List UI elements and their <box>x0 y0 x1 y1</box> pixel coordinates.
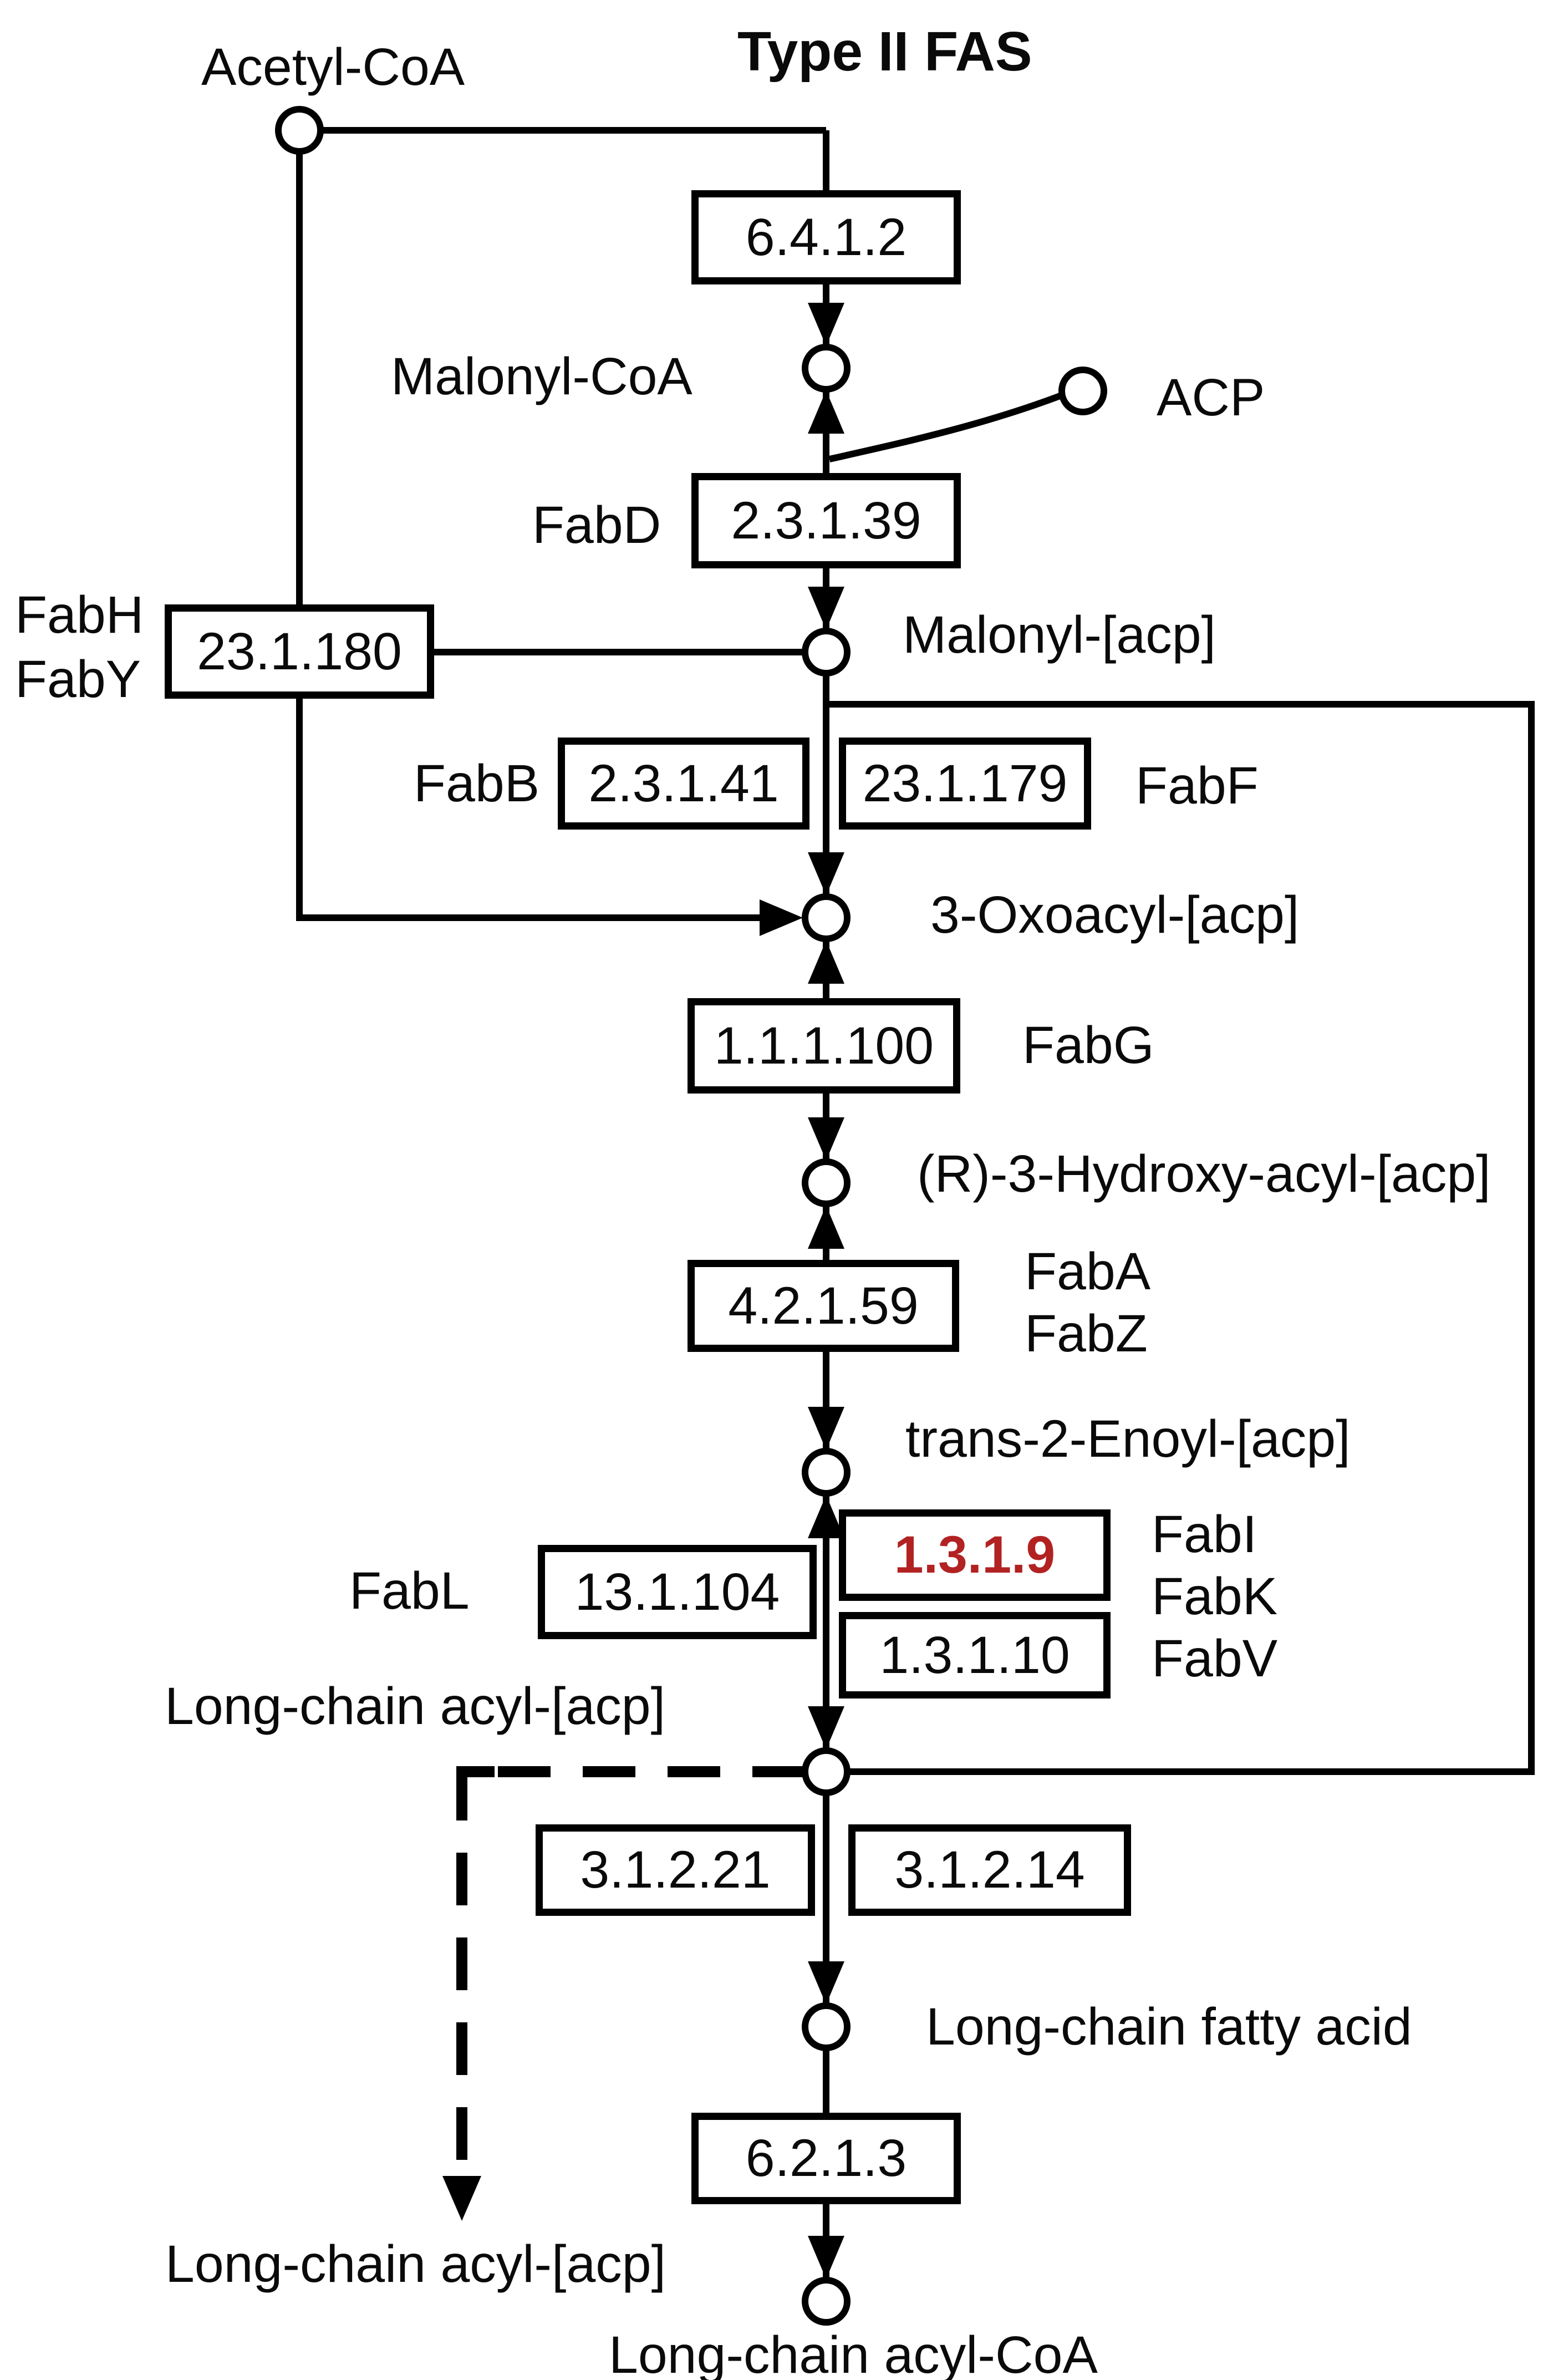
label-long-chain-acyl-acp-released: Long-chain acyl-[acp] <box>165 2235 666 2293</box>
label-fabi: FabI <box>1152 1505 1257 1564</box>
label-fabv: FabV <box>1152 1629 1278 1688</box>
ec-label: 13.1.104 <box>574 1562 780 1621</box>
malonyl-acp-node <box>802 628 851 677</box>
arrowhead-down-into-enoyl <box>808 1407 844 1450</box>
arrowhead-down-into-malonyl-acp <box>808 587 844 630</box>
arrowhead-up-into-malonyl-coa <box>808 390 844 434</box>
ec-box-fabl: 13.1.104 <box>538 1545 817 1639</box>
ec-box-thioesterase-2: 3.1.2.14 <box>848 1824 1131 1916</box>
arrowhead-down-into-hydroxy <box>808 1117 844 1161</box>
ec-box-acetyl-coa-carboxylase: 6.4.1.2 <box>691 190 961 284</box>
ec-box-fabd: 2.3.1.39 <box>691 473 961 568</box>
ec-box-fabb: 2.3.1.41 <box>558 738 809 830</box>
acp-node <box>1058 367 1107 415</box>
label-enoyl-acp: trans-2-Enoyl-[acp] <box>905 1410 1351 1468</box>
label-fabf: FabF <box>1135 756 1259 815</box>
ec-label: 23.1.180 <box>197 622 402 681</box>
arrowhead-down-dashed-release <box>442 2176 481 2221</box>
ec-box-fabi-fabk-highlighted: 1.3.1.9 <box>839 1509 1111 1601</box>
diagram-title: Type II FAS <box>737 21 1032 83</box>
label-fabz: FabZ <box>1025 1304 1148 1363</box>
ec-label: 6.2.1.3 <box>745 2129 907 2188</box>
arrowhead-down-into-malonyl-coa <box>808 303 844 346</box>
label-faba: FabA <box>1025 1242 1151 1301</box>
arrowhead-up-into-enoyl <box>808 1495 844 1538</box>
acetyl-coa-node <box>275 106 324 155</box>
hydroxy-acyl-acp-node <box>802 1158 851 1207</box>
ec-label: 4.2.1.59 <box>728 1276 919 1335</box>
label-hydroxy-acyl-acp: (R)-3-Hydroxy-acyl-[acp] <box>917 1145 1491 1203</box>
ec-label: 6.4.1.2 <box>745 207 907 267</box>
edge-release-dashed-corner <box>456 1766 495 1804</box>
label-fabh: FabH <box>15 586 144 644</box>
arrowhead-up-into-hydroxy <box>808 1206 844 1249</box>
ec-label: 2.3.1.41 <box>588 754 779 813</box>
label-oxoacyl-acp: 3-Oxoacyl-[acp] <box>930 886 1300 944</box>
fatty-acid-node <box>802 2002 851 2051</box>
ec-label-highlighted: 1.3.1.9 <box>894 1525 1056 1584</box>
acyl-coa-node <box>802 2277 851 2326</box>
label-fabk: FabK <box>1152 1567 1278 1626</box>
ec-box-fabg: 1.1.1.100 <box>688 998 960 1094</box>
malonyl-coa-node <box>802 344 851 393</box>
arrowhead-down-into-fatty-acid <box>808 1961 844 2005</box>
ec-label: 3.1.2.21 <box>580 1840 771 1899</box>
arrowhead-down-into-oxoacyl <box>808 852 844 896</box>
label-fabb: FabB <box>414 754 540 813</box>
label-malonyl-acp: Malonyl-[acp] <box>903 606 1216 664</box>
ec-label: 3.1.2.14 <box>894 1840 1085 1899</box>
ec-box-acyl-coa-synthetase: 6.2.1.3 <box>691 2113 961 2204</box>
ec-box-thioesterase-1: 3.1.2.21 <box>536 1824 815 1916</box>
ec-label: 23.1.179 <box>862 754 1068 813</box>
arrowhead-up-into-oxoacyl <box>808 940 844 984</box>
label-malonyl-coa: Malonyl-CoA <box>391 347 692 406</box>
arrowhead-down-into-acyl-coa <box>808 2236 844 2279</box>
ec-label: 1.3.1.10 <box>879 1625 1070 1685</box>
label-long-chain-acyl-coa: Long-chain acyl-CoA <box>609 2326 1098 2380</box>
arrowhead-right-into-oxoacyl <box>760 899 803 936</box>
label-fabd: FabD <box>532 496 661 555</box>
label-long-chain-fatty-acid: Long-chain fatty acid <box>926 1997 1412 2056</box>
ec-box-faba-fabz: 4.2.1.59 <box>688 1260 959 1352</box>
arrowhead-down-into-acyl-acp-junction <box>808 1706 844 1750</box>
edge-acp-curve <box>828 391 1065 462</box>
label-acp: ACP <box>1157 368 1265 427</box>
ec-box-fabh-faby: 23.1.180 <box>165 604 434 699</box>
ec-label: 2.3.1.39 <box>731 491 921 550</box>
edge-fabh-branch <box>296 130 772 921</box>
oxoacyl-acp-node <box>802 893 851 942</box>
edge-elongation-loop <box>826 701 1535 1775</box>
label-long-chain-acyl-acp: Long-chain acyl-[acp] <box>165 1677 666 1736</box>
label-faby: FabY <box>15 650 141 709</box>
ec-box-fabv: 1.3.1.10 <box>839 1612 1111 1698</box>
label-acetyl-coa: Acetyl-CoA <box>201 38 465 96</box>
label-fabg: FabG <box>1022 1016 1154 1075</box>
ec-label: 1.1.1.100 <box>714 1016 934 1075</box>
enoyl-acp-node <box>802 1448 851 1497</box>
ec-box-fabf: 23.1.179 <box>839 738 1091 830</box>
long-chain-acyl-acp-node <box>802 1747 851 1796</box>
label-fabl: FabL <box>349 1562 470 1620</box>
